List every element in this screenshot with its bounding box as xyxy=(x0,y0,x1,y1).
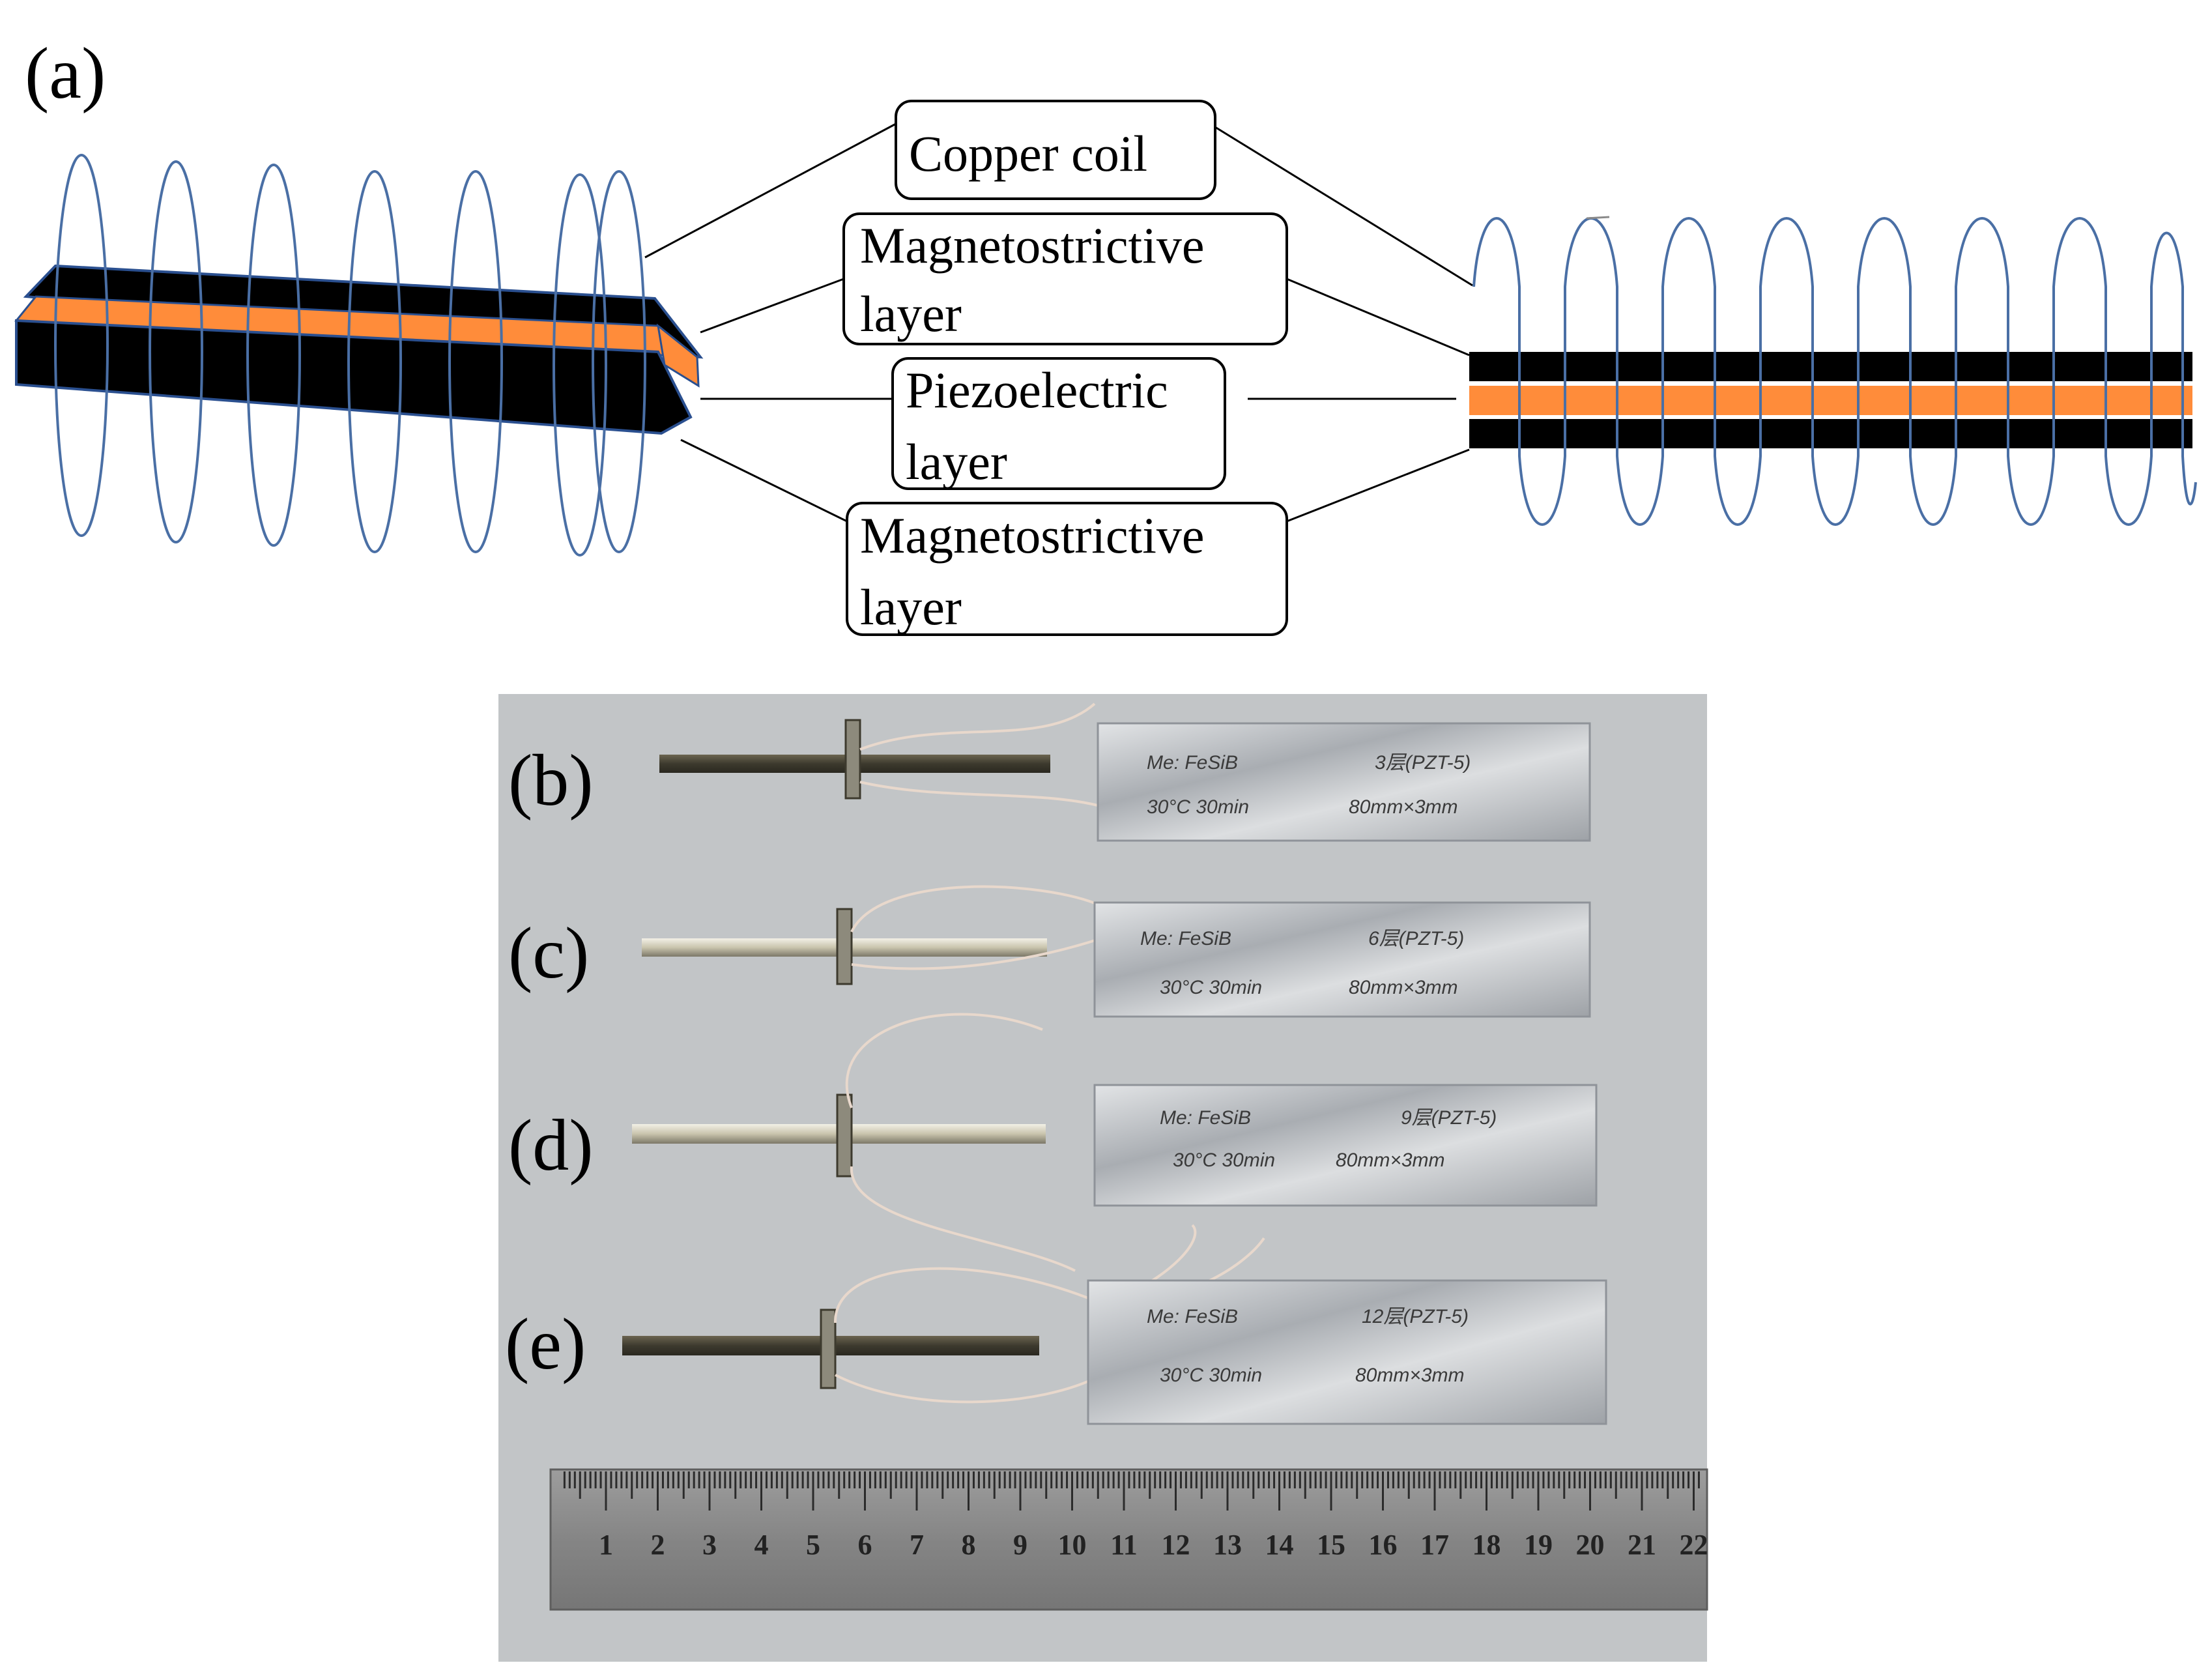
piezoelectric-end-face xyxy=(656,323,700,388)
clamp-c xyxy=(836,908,853,985)
foil-note-c-3: 30°C 30min xyxy=(1160,977,1262,998)
ruler-number: 14 xyxy=(1265,1529,1294,1561)
callout-copper-coil: Copper coil xyxy=(895,100,1216,200)
ruler-number: 19 xyxy=(1524,1529,1553,1561)
ruler-ticks xyxy=(563,1471,1700,1511)
magnetostrictive-top-line1: Magnetostrictive xyxy=(860,217,1205,274)
foil-note-c-2: 6层(PZT-5) xyxy=(1368,928,1464,949)
sample-row-e: (e) Me: FeSiB 12层(PZT-5) 30°C 30min 80mm… xyxy=(505,1224,1607,1425)
clamp-e xyxy=(820,1309,837,1389)
wires-c xyxy=(850,885,1102,970)
panel-label-c: (c) xyxy=(508,913,589,994)
foil-package-e xyxy=(1087,1279,1607,1425)
foil-package-c xyxy=(1093,901,1591,1018)
ruler-number: 11 xyxy=(1110,1529,1138,1561)
ruler-number: 3 xyxy=(702,1529,717,1561)
panel-label-e: (e) xyxy=(505,1304,586,1385)
piezoelectric-line1: Piezoelectric xyxy=(906,362,1168,418)
ruler-number: 13 xyxy=(1213,1529,1242,1561)
foil-note-e-1: Me: FeSiB xyxy=(1147,1306,1238,1327)
wires-b xyxy=(859,702,1108,809)
laminate-2d xyxy=(1469,216,2197,526)
panel-label-d: (d) xyxy=(508,1105,594,1186)
foil-package-b xyxy=(1097,722,1591,842)
ruler-number: 21 xyxy=(1628,1529,1656,1561)
magnetostrictive-top-line2: layer xyxy=(860,285,962,342)
ruler-number: 10 xyxy=(1058,1529,1087,1561)
panel-label-a: (a) xyxy=(25,33,106,114)
foil-note-d-1: Me: FeSiB xyxy=(1160,1107,1251,1129)
panel-label-b: (b) xyxy=(508,740,594,821)
ruler-number: 16 xyxy=(1369,1529,1398,1561)
sample-row-b: (b) Me: FeSiB 3层(PZT-5) 30°C 30min 80mm×… xyxy=(508,702,1591,842)
foil-note-b-2: 3层(PZT-5) xyxy=(1375,752,1471,774)
sample-row-d: (d) Me: FeSiB 9层(PZT-5) 30°C 30min 80mm×… xyxy=(508,1013,1598,1272)
ruler-number: 7 xyxy=(910,1529,924,1561)
magnetostrictive-layer-top-2d xyxy=(1469,352,2192,381)
magnetostrictive-layer-bottom-3d xyxy=(15,319,693,435)
callout-piezoelectric: Piezoelectric layer xyxy=(891,357,1226,490)
leader-lines xyxy=(644,123,1473,523)
foil-note-b-1: Me: FeSiB xyxy=(1147,752,1238,774)
foil-note-b-3: 30°C 30min xyxy=(1147,796,1249,818)
ruler-number: 15 xyxy=(1317,1529,1345,1561)
laminate-3d xyxy=(14,154,704,557)
ruler-number: 5 xyxy=(806,1529,820,1561)
ruler-number: 22 xyxy=(1680,1529,1708,1561)
copper-coil-3d xyxy=(54,154,646,557)
foil-package-d xyxy=(1093,1084,1598,1207)
ruler-number: 17 xyxy=(1420,1529,1449,1561)
wires-e xyxy=(833,1224,1265,1404)
foil-note-e-2: 12层(PZT-5) xyxy=(1362,1306,1469,1327)
clamp-d xyxy=(836,1093,853,1178)
ruler-body xyxy=(549,1468,1708,1611)
ruler-number: 18 xyxy=(1472,1529,1501,1561)
sample-row-c: (c) Me: FeSiB 6层(PZT-5) 30°C 30min 80mm×… xyxy=(508,885,1591,1018)
photo-panel: (b) Me: FeSiB 3层(PZT-5) 30°C 30min 80mm×… xyxy=(498,694,1708,1662)
magnetostrictive-layer-bottom-2d xyxy=(1469,419,2192,448)
callout-magnetostrictive-top: Magnetostrictive layer xyxy=(842,212,1288,345)
clamp-b xyxy=(844,719,861,800)
ruler-number: 6 xyxy=(858,1529,872,1561)
copper-coil-label: Copper coil xyxy=(909,125,1147,182)
foil-note-d-3: 30°C 30min xyxy=(1173,1150,1275,1171)
magnetostrictive-bottom-line1: Magnetostrictive xyxy=(860,507,1205,564)
callout-magnetostrictive-bottom: Magnetostrictive layer xyxy=(846,502,1288,636)
ruler-number: 2 xyxy=(651,1529,665,1561)
panel-a: (a) Copper coil xyxy=(14,33,2197,636)
foil-note-e-4: 80mm×3mm xyxy=(1355,1365,1465,1386)
ruler-number: 8 xyxy=(962,1529,976,1561)
ruler-number: 9 xyxy=(1013,1529,1027,1561)
copper-coil-2d xyxy=(1472,217,2197,526)
foil-note-c-1: Me: FeSiB xyxy=(1140,928,1231,949)
piezoelectric-layer-2d xyxy=(1469,386,2192,415)
ruler-number: 1 xyxy=(599,1529,613,1561)
wires-d xyxy=(845,1013,1076,1272)
piezoelectric-line2: layer xyxy=(906,433,1007,490)
magnetostrictive-bottom-line2: layer xyxy=(860,579,962,635)
tick-mark xyxy=(1586,216,1610,220)
foil-note-b-4: 80mm×3mm xyxy=(1349,796,1458,818)
foil-note-e-3: 30°C 30min xyxy=(1160,1365,1262,1386)
ruler-number: 20 xyxy=(1576,1529,1605,1561)
ruler-number: 12 xyxy=(1162,1529,1190,1561)
foil-note-d-2: 9层(PZT-5) xyxy=(1401,1107,1497,1129)
foil-note-d-4: 80mm×3mm xyxy=(1336,1150,1445,1171)
ruler-number: 4 xyxy=(754,1529,769,1561)
foil-note-c-4: 80mm×3mm xyxy=(1349,977,1458,998)
